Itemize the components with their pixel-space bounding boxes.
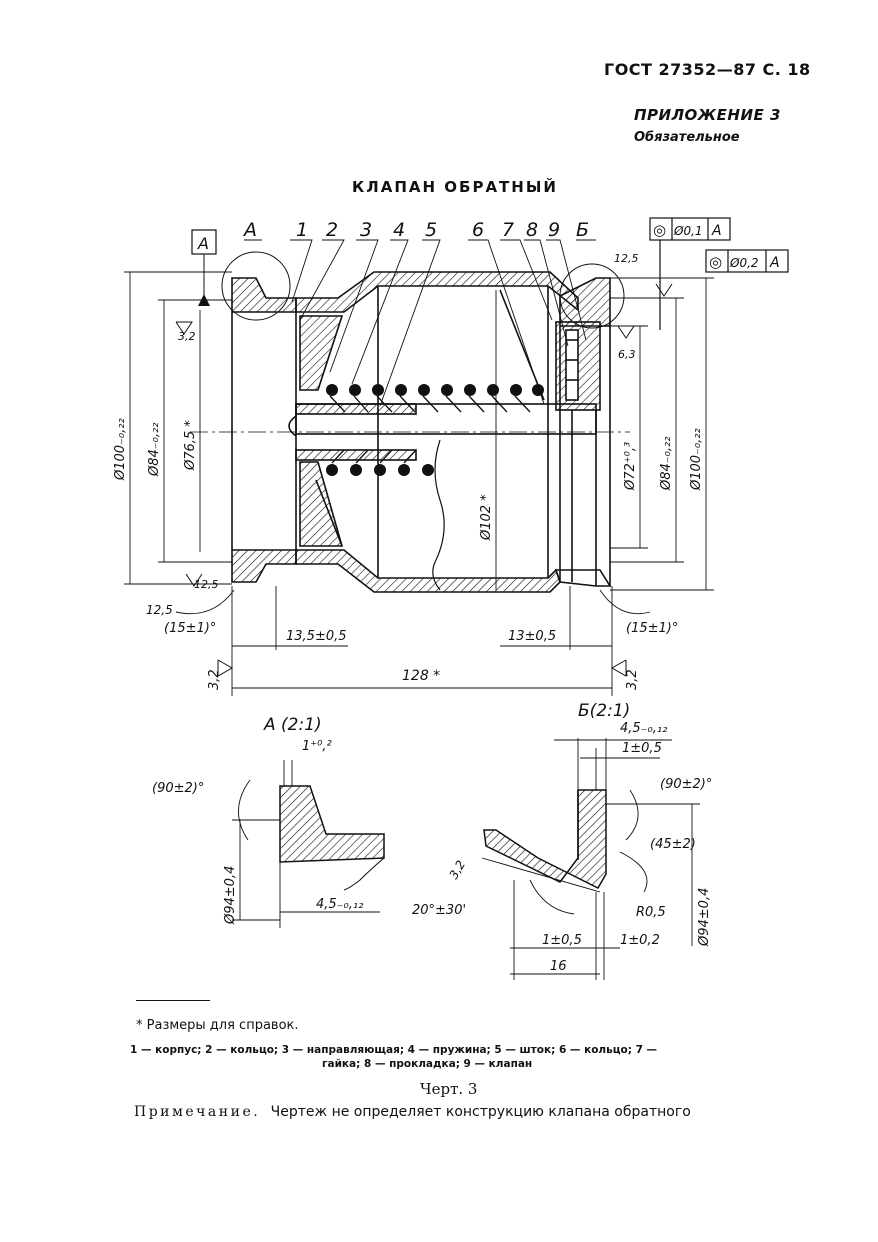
detail-b-ang20: 20°±30' <box>412 903 466 918</box>
appendix-label: ПРИЛОЖЕНИЕ 3 <box>634 106 781 124</box>
note-text: Чертеж не определяет конструкцию клапана… <box>270 1104 691 1120</box>
detail-a-angle: (90±2)° <box>152 781 204 796</box>
tol1-symbol: ◎ <box>653 221 666 239</box>
dim-d72: Ø72⁺⁰,³ <box>623 442 638 491</box>
tol1-value: Ø0,1 <box>673 224 703 238</box>
part-label-4: 4 <box>393 219 405 241</box>
part-label-3: 3 <box>360 219 372 241</box>
dim-l13: 13±0,5 <box>508 629 556 644</box>
rough-125-bottom: 12,5 <box>194 578 219 591</box>
spring-coils <box>326 384 544 476</box>
detail-b <box>481 738 700 980</box>
dim-d76: Ø76,5 * <box>183 420 198 471</box>
detail-b-label: Б(2:1) <box>578 701 630 721</box>
detail-b-b16: 16 <box>550 959 567 974</box>
dim-d100-left: Ø100₋₀,₂₂ <box>113 418 128 481</box>
detail-a <box>232 760 385 928</box>
parts-legend-line1: 1 — корпус; 2 — кольцо; 3 — направляющая… <box>130 1044 658 1056</box>
dim-l135: 13,5±0,5 <box>286 629 347 644</box>
note: Примечание. Чертеж не определяет констру… <box>134 1104 691 1120</box>
valve-section <box>231 271 612 593</box>
detail-b-b2: 1±0,2 <box>620 933 660 948</box>
detail-b-width: 4,5₋₀,₁₂ <box>620 721 667 736</box>
tolerance-frame-1 <box>649 217 731 330</box>
rough-32-left: 3,2 <box>207 669 222 690</box>
appendix-status: Обязательное <box>634 130 740 145</box>
tol1-datum: А <box>711 223 722 239</box>
footnote-rule <box>136 1000 210 1001</box>
detail-b-rough: 3,2 <box>446 858 468 882</box>
part-label-6: 6 <box>472 219 484 241</box>
tol2-symbol: ◎ <box>709 253 722 271</box>
detail-a-d94: Ø94±0,4 <box>223 866 238 925</box>
dim-d100-right: Ø100₋₀,₂₂ <box>689 428 704 491</box>
standard-header: ГОСТ 27352—87 С. 18 <box>604 60 811 79</box>
part-label-9: 9 <box>548 219 560 241</box>
detail-b-ang90: (90±2)° <box>660 777 712 792</box>
part-label-2: 2 <box>326 219 338 241</box>
view-a-marker: А <box>242 219 257 241</box>
rough-32-right: 3,2 <box>625 669 640 690</box>
dim-ang15-left: (15±1)° <box>164 621 216 636</box>
tolerance-frame-2 <box>705 249 789 273</box>
detail-a-label: А (2:1) <box>263 715 322 735</box>
dim-ang15-right: (15±1)° <box>626 621 678 636</box>
dim-d84-right: Ø84₋₀,₂₂ <box>659 437 674 491</box>
drawing-title: КЛАПАН ОБРАТНЫЙ <box>352 178 558 196</box>
rough-125-corner: 12,5 <box>146 603 173 617</box>
tol2-datum: А <box>769 255 780 271</box>
technical-drawing: 1 2 3 4 5 6 7 8 9 А Б А ◎ Ø0,1 А ◎ Ø0,2 … <box>113 217 789 980</box>
detail-b-d1: 1±0,5 <box>622 741 662 756</box>
detail-b-r05: R0,5 <box>636 905 666 920</box>
detail-b-ang45: (45±2) <box>650 837 696 852</box>
figure-caption: Черт. 3 <box>420 1080 478 1098</box>
detail-b-b1: 1±0,5 <box>542 933 582 948</box>
dim-l128: 128 * <box>402 668 440 684</box>
tol2-value: Ø0,2 <box>729 256 759 270</box>
roughness-marks <box>175 283 673 677</box>
dim-d84-left: Ø84₋₀,₂₂ <box>147 423 162 477</box>
detail-a-width: 4,5₋₀,₁₂ <box>316 897 363 912</box>
part-leaders <box>244 239 596 407</box>
datum-label: А <box>197 234 209 253</box>
detail-b-d94: Ø94±0,4 <box>697 888 712 947</box>
parts-legend-line2: гайка; 8 — прокладка; 9 — клапан <box>322 1058 533 1070</box>
rough-32-top: 3,2 <box>178 330 196 343</box>
footnote: * Размеры для справок. <box>136 1018 299 1033</box>
part-label-5: 5 <box>425 219 437 241</box>
part-label-7: 7 <box>502 219 514 241</box>
rough-63: 6,3 <box>618 348 636 361</box>
rough-125-top: 12,5 <box>614 252 639 265</box>
part-label-1: 1 <box>296 219 308 241</box>
part-label-8: 8 <box>526 219 538 241</box>
note-label: Примечание. <box>134 1104 261 1120</box>
dim-d102: Ø102 * <box>479 494 494 541</box>
view-b-marker: Б <box>576 219 589 241</box>
detail-a-dim1: 1⁺⁰,² <box>302 739 332 754</box>
